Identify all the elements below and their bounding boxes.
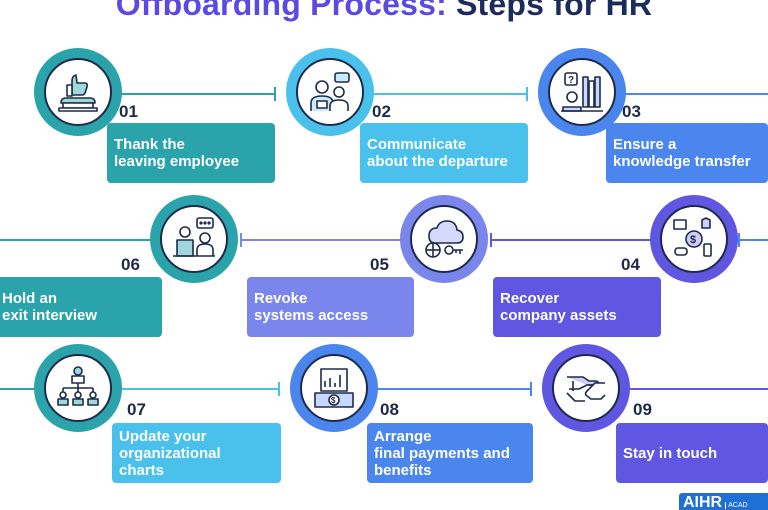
step-07-number: 07 — [127, 400, 146, 419]
svg-text:?: ? — [568, 75, 574, 86]
step-04-box: Recover company assets — [493, 277, 661, 337]
step-02-label: Communicate about the departure — [367, 136, 508, 170]
connector-tick — [274, 87, 276, 101]
step-05-circle — [400, 195, 488, 283]
devices-money-icon: $ — [673, 217, 712, 257]
step-06-box: Hold an exit interview — [0, 277, 162, 337]
step-01-number: 01 — [119, 102, 138, 121]
step-02-number: 02 — [372, 102, 391, 121]
connector-line — [0, 388, 50, 390]
connector-line — [0, 239, 170, 241]
brand-logo-sub: ACAD — [725, 502, 748, 509]
step-09-number: 09 — [633, 400, 652, 419]
connector-line — [738, 239, 768, 241]
step-06-number: 06 — [121, 255, 140, 274]
title-part-1: Offboarding Process: — [115, 0, 447, 22]
org-chart-icon — [57, 366, 99, 406]
step-01-label: Thank the leaving employee — [114, 136, 240, 170]
step-03-box: Ensure a knowledge transfer — [606, 123, 768, 183]
connector-tick — [490, 233, 492, 247]
step-08-label: Arrange final payments and benefits — [374, 427, 510, 479]
step-09-box: Stay in touch — [616, 423, 768, 483]
payment-calendar-icon: $ — [314, 368, 354, 408]
step-08-box: Arrange final payments and benefits — [367, 423, 533, 483]
connector-line — [100, 388, 280, 390]
step-04-number: 04 — [621, 255, 640, 274]
step-08-number: 08 — [380, 400, 399, 419]
page-title: Offboarding Process: Steps for HR — [0, 0, 768, 23]
connector-line — [240, 239, 420, 241]
step-02-box: Communicate about the departure — [360, 123, 528, 183]
connector-line — [608, 93, 768, 95]
step-05-label: Revoke systems access — [254, 290, 369, 324]
handshake-icon — [566, 376, 606, 402]
connector-tick — [738, 233, 740, 247]
step-04-label: Recover company assets — [500, 290, 617, 324]
step-06-label: Hold an exit interview — [2, 290, 98, 324]
connector-tick — [240, 233, 242, 247]
books-question-icon: ? — [561, 72, 603, 112]
step-07-box: Update your organizational charts — [112, 423, 281, 483]
step-06-circle — [150, 195, 238, 283]
connector-line — [100, 93, 276, 95]
step-07-circle — [34, 344, 122, 432]
step-09-label: Stay in touch — [623, 444, 718, 462]
thumbs-up-trophy-icon — [58, 74, 98, 112]
connector-tick — [278, 382, 280, 396]
brand-logo-text: AIHR — [683, 494, 723, 510]
step-07-label: Update your organizational charts — [119, 427, 221, 479]
step-03-number: 03 — [622, 102, 641, 121]
title-part-2: Steps for HR — [456, 0, 653, 22]
connector-tick — [530, 382, 532, 396]
cloud-key-icon — [425, 220, 464, 258]
people-talking-icon — [310, 72, 350, 111]
step-04-circle: $ — [650, 195, 738, 283]
interview-desk-icon — [173, 217, 215, 257]
step-05-number: 05 — [370, 255, 389, 274]
step-08-circle: $ — [290, 344, 378, 432]
connector-line — [608, 388, 768, 390]
connector-line — [352, 388, 532, 390]
step-01-box: Thank the leaving employee — [107, 123, 275, 183]
connector-tick — [526, 87, 528, 101]
step-09-circle — [542, 344, 630, 432]
step-01-circle — [34, 48, 122, 136]
connector-line — [490, 239, 670, 241]
step-03-circle: ? — [538, 48, 626, 136]
svg-text:$: $ — [331, 396, 336, 405]
step-02-circle — [286, 48, 374, 136]
connector-line — [352, 93, 528, 95]
step-03-label: Ensure a knowledge transfer — [613, 136, 751, 170]
step-05-box: Revoke systems access — [247, 277, 414, 337]
svg-text:$: $ — [690, 234, 696, 246]
